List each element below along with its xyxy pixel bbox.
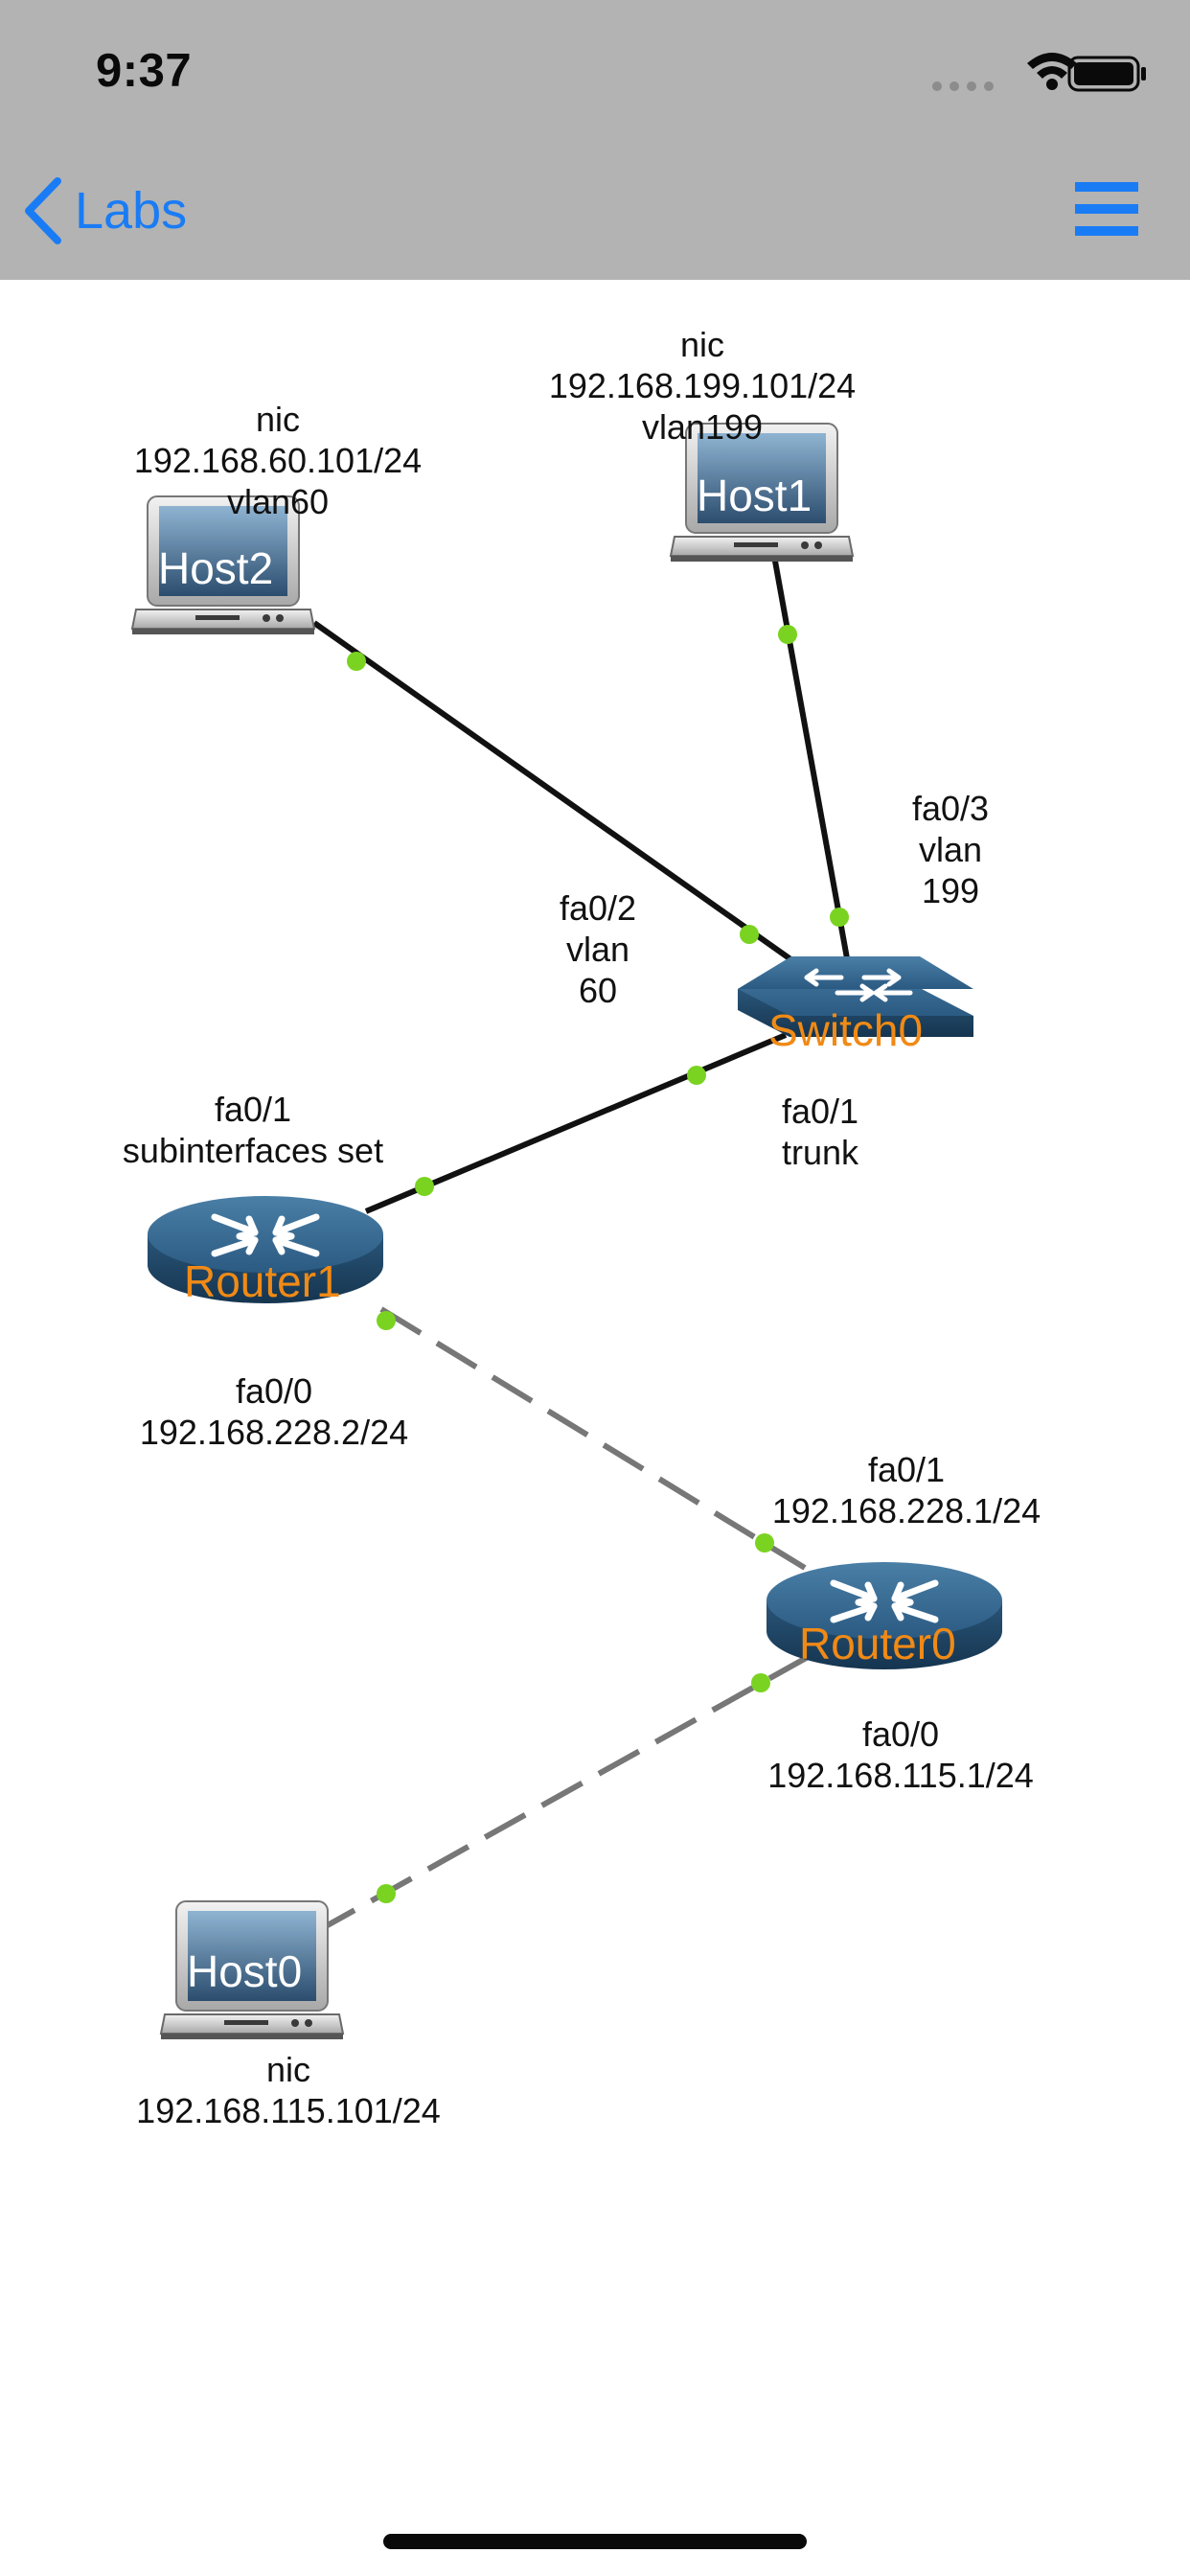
router0-name: Router0 bbox=[799, 1619, 956, 1668]
chevron-left-icon bbox=[25, 177, 61, 244]
cellular-signal-icon bbox=[932, 81, 994, 91]
link-host1-switch0[interactable] bbox=[771, 555, 850, 959]
hamburger-menu-icon bbox=[1075, 182, 1138, 236]
status-bar bbox=[0, 0, 1190, 134]
port-status-dot bbox=[415, 1177, 434, 1196]
port-status-dot bbox=[751, 1673, 770, 1692]
host1-name: Host1 bbox=[697, 471, 812, 520]
link-router0-host0[interactable] bbox=[324, 1653, 812, 1929]
router1-name: Router1 bbox=[184, 1256, 341, 1306]
back-button-label: Labs bbox=[75, 182, 188, 240]
port-status-dot bbox=[830, 908, 849, 927]
link-host2-switch0[interactable] bbox=[312, 620, 805, 971]
status-icons bbox=[932, 53, 1146, 92]
switch0-name: Switch0 bbox=[768, 1005, 924, 1055]
port-status-dot bbox=[740, 925, 759, 944]
battery-icon bbox=[1067, 56, 1146, 92]
menu-button[interactable] bbox=[1073, 178, 1140, 240]
navigation-bar bbox=[0, 134, 1190, 280]
status-time: 9:37 bbox=[96, 45, 193, 97]
port-status-dot bbox=[377, 1884, 396, 1903]
port-status-dot bbox=[347, 652, 366, 671]
port-status-dot bbox=[755, 1533, 774, 1552]
port-status-dot bbox=[377, 1311, 396, 1330]
host0-name: Host0 bbox=[187, 1946, 303, 1996]
host2-name: Host2 bbox=[158, 543, 274, 593]
port-status-dot bbox=[687, 1066, 706, 1085]
port-status-dot bbox=[778, 625, 797, 644]
link-router1-router0[interactable] bbox=[379, 1306, 807, 1571]
home-indicator bbox=[383, 2534, 807, 2549]
wifi-icon bbox=[1027, 53, 1077, 90]
back-button[interactable]: Labs bbox=[23, 172, 187, 249]
link-router1-switch0[interactable] bbox=[364, 1032, 788, 1214]
